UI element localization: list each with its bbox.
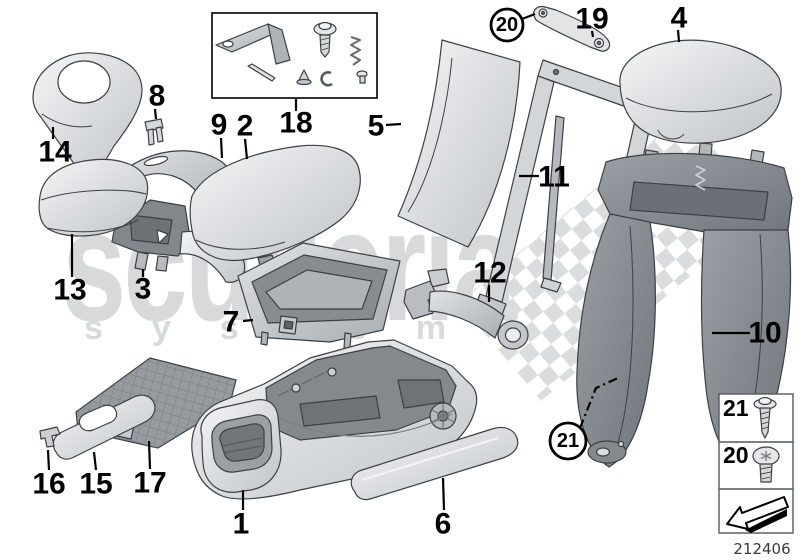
callout-20-circle bbox=[489, 7, 525, 43]
callout-20-leader bbox=[521, 12, 536, 21]
part-14-drawing bbox=[32, 52, 143, 178]
part-4-leader bbox=[676, 29, 681, 43]
callout-21-circle bbox=[548, 421, 588, 461]
part-16-drawing bbox=[39, 426, 61, 448]
kit-bracket-wing bbox=[267, 23, 291, 65]
part-label-18: 18 bbox=[279, 107, 312, 140]
part-6-drawing bbox=[350, 426, 519, 501]
part-19-drawing bbox=[533, 5, 611, 52]
callout-21-label: 21 bbox=[557, 430, 579, 452]
kit-c-clip bbox=[320, 71, 333, 87]
part-label-11: 11 bbox=[538, 161, 570, 194]
part-7-leader bbox=[242, 318, 254, 323]
part-label-13: 13 bbox=[53, 274, 86, 307]
part-1-drawing bbox=[191, 339, 478, 500]
part-label-3: 3 bbox=[135, 273, 152, 306]
legend-box: 21 20 bbox=[718, 393, 794, 534]
round-head-screw-icon bbox=[752, 446, 780, 483]
part-label-16: 16 bbox=[32, 468, 65, 501]
callout-21-leader bbox=[578, 376, 619, 429]
part-label-15: 15 bbox=[79, 468, 112, 501]
part-labels: 14 8 9 2 18 5 19 4 11 13 3 12 10 7 16 15… bbox=[32, 2, 781, 541]
part-12-drawing bbox=[403, 268, 529, 350]
hardware-kit-box bbox=[211, 12, 378, 99]
part-label-4: 4 bbox=[671, 2, 688, 35]
leader-lines bbox=[46, 12, 750, 511]
part-label-6: 6 bbox=[435, 508, 452, 541]
legend-label-20: 20 bbox=[723, 442, 749, 468]
part-label-10: 10 bbox=[748, 317, 781, 350]
legend-row-21: 21 bbox=[723, 395, 777, 439]
part-label-7: 7 bbox=[223, 306, 240, 339]
kit-screw-shaft bbox=[319, 34, 331, 58]
part-8-drawing bbox=[144, 118, 164, 146]
part-2-drawing bbox=[189, 144, 361, 266]
part-15-drawing bbox=[52, 394, 156, 460]
flat-head-screw-icon bbox=[753, 396, 777, 439]
part-15-leader bbox=[92, 451, 98, 471]
legend-row-arrow bbox=[726, 496, 789, 533]
part-8-leader bbox=[153, 108, 158, 120]
part-label-17: 17 bbox=[133, 467, 166, 500]
part-label-12: 12 bbox=[473, 257, 506, 290]
part-5-drawing bbox=[397, 39, 521, 248]
part-9-leader bbox=[219, 137, 224, 159]
part-7-drawing bbox=[237, 242, 401, 350]
part-4-drawing bbox=[619, 39, 782, 144]
legend-label-21: 21 bbox=[723, 395, 749, 421]
direction-arrow-icon bbox=[726, 496, 789, 533]
part-6-leader bbox=[441, 477, 446, 511]
part-17-leader bbox=[147, 440, 152, 470]
drawing-number: 212406 bbox=[733, 540, 790, 558]
callout-20-label: 20 bbox=[496, 14, 518, 36]
part-label-5: 5 bbox=[368, 110, 385, 143]
part-13-drawing bbox=[38, 158, 149, 237]
part-14-cutout bbox=[57, 60, 111, 104]
part-label-1: 1 bbox=[233, 508, 250, 541]
part-label-14: 14 bbox=[38, 136, 72, 169]
part-2-leader bbox=[243, 138, 249, 160]
part-label-8: 8 bbox=[149, 80, 166, 113]
kit-pin bbox=[247, 63, 276, 82]
part-5-leader bbox=[385, 122, 402, 127]
legend-row-20: 20 bbox=[723, 442, 780, 483]
part-19-leader bbox=[590, 30, 595, 38]
part-16-leader bbox=[46, 449, 51, 471]
callout-21: 21 bbox=[548, 421, 588, 461]
kit-spring bbox=[350, 36, 361, 66]
callout-20: 20 bbox=[489, 7, 525, 43]
part-label-2: 2 bbox=[237, 110, 254, 143]
part-label-19: 19 bbox=[575, 3, 608, 36]
part-label-9: 9 bbox=[211, 109, 228, 142]
